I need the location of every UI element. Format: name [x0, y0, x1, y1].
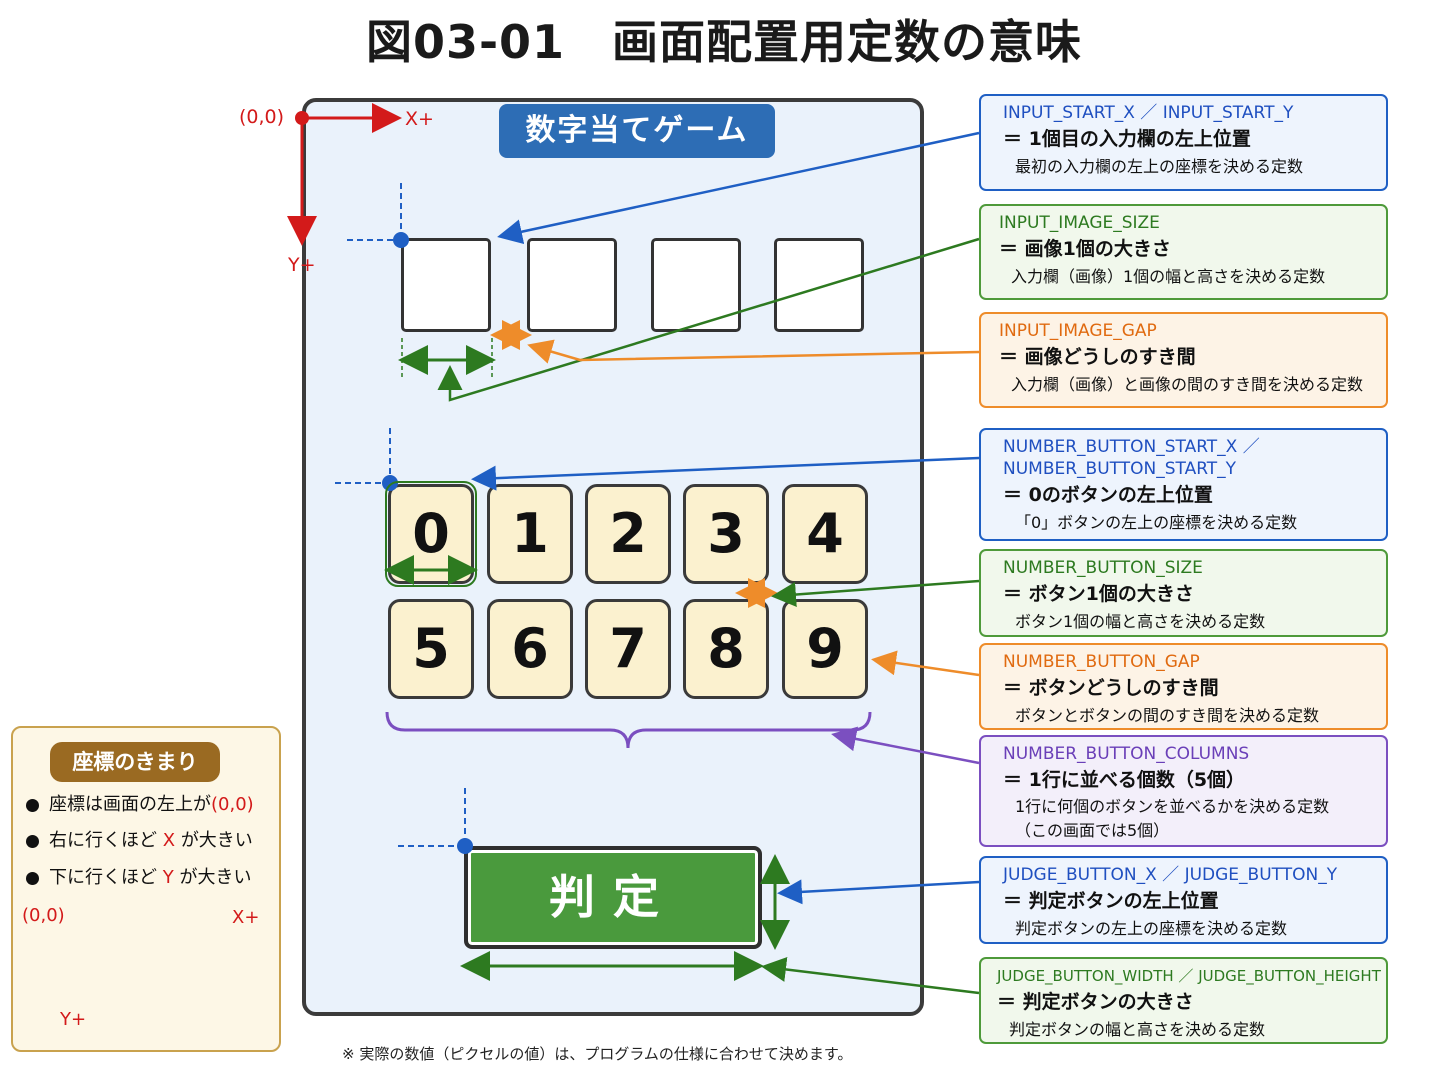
- number-button-9[interactable]: 9: [782, 599, 868, 699]
- columns-brace: [385, 711, 872, 749]
- number-button-2[interactable]: 2: [585, 484, 671, 584]
- number-button-4[interactable]: 4: [782, 484, 868, 584]
- number-button-1[interactable]: 1: [487, 484, 573, 584]
- rules-title: 座標のきまり: [50, 742, 220, 782]
- rules-x-plus-label: X+: [232, 907, 260, 928]
- rule-item-y: 下に行くほど Y が大きい: [26, 866, 251, 890]
- input-size-indicator: [398, 338, 496, 378]
- number-button-6[interactable]: 6: [487, 599, 573, 699]
- rule-item-origin: 座標は画面の左上が(0,0): [26, 793, 254, 817]
- origin-label: (0,0): [239, 106, 285, 128]
- rules-y-plus-label: Y+: [60, 1009, 87, 1030]
- callout-input-image-gap: INPUT_IMAGE_GAP ＝ 画像どうしのすき間 入力欄（画像）と画像の間…: [979, 312, 1388, 408]
- main-axes: [287, 103, 402, 246]
- number-button-8[interactable]: 8: [683, 599, 769, 699]
- y-plus-label: Y+: [288, 254, 316, 276]
- footnote: ※ 実際の数値（ピクセルの値）は、プログラムの仕様に合わせて決めます。: [342, 1045, 853, 1063]
- callout-connectors: [437, 131, 980, 995]
- bullet-icon: [26, 834, 39, 848]
- number-button-5[interactable]: 5: [388, 599, 474, 699]
- rules-origin-label: (0,0): [22, 905, 65, 926]
- game-title: 数字当てゲーム: [499, 104, 775, 158]
- input-box-4[interactable]: [774, 238, 864, 332]
- page-title: 図03-01 画面配置用定数の意味: [365, 15, 1083, 69]
- judge-button[interactable]: 判定: [464, 846, 762, 949]
- input-box-2[interactable]: [527, 238, 617, 332]
- judge-start-marker: [398, 788, 473, 854]
- input-box-1[interactable]: [401, 238, 491, 332]
- callout-number-button-gap: NUMBER_BUTTON_GAP ＝ ボタンどうしのすき間 ボタンとボタンの間…: [979, 643, 1388, 730]
- callout-judge-button-size: JUDGE_BUTTON_WIDTH ／ JUDGE_BUTTON_HEIGHT…: [979, 957, 1388, 1044]
- callout-judge-button-position: JUDGE_BUTTON_X ／ JUDGE_BUTTON_Y ＝ 判定ボタンの…: [979, 856, 1388, 944]
- callout-number-button-size: NUMBER_BUTTON_SIZE ＝ ボタン1個の大きさ ボタン1個の幅と高…: [979, 549, 1388, 637]
- callout-input-image-size: INPUT_IMAGE_SIZE ＝ 画像1個の大きさ 入力欄（画像）1個の幅と…: [979, 204, 1388, 300]
- number-start-marker: [335, 428, 398, 491]
- number-button-7[interactable]: 7: [585, 599, 671, 699]
- input-start-marker: [347, 183, 409, 248]
- zero-button-highlight: [385, 481, 477, 587]
- x-plus-label: X+: [405, 108, 434, 130]
- bullet-icon: [26, 798, 39, 812]
- number-button-3[interactable]: 3: [683, 484, 769, 584]
- bullet-icon: [26, 871, 39, 885]
- callout-input-start: INPUT_START_X ／ INPUT_START_Y ＝ 1個目の入力欄の…: [979, 94, 1388, 191]
- rule-item-x: 右に行くほど X が大きい: [26, 829, 253, 853]
- callout-number-button-start: NUMBER_BUTTON_START_X ／ NUMBER_BUTTON_ST…: [979, 428, 1388, 541]
- callout-number-button-columns: NUMBER_BUTTON_COLUMNS ＝ 1行に並べる個数（5個） 1行に…: [979, 735, 1388, 847]
